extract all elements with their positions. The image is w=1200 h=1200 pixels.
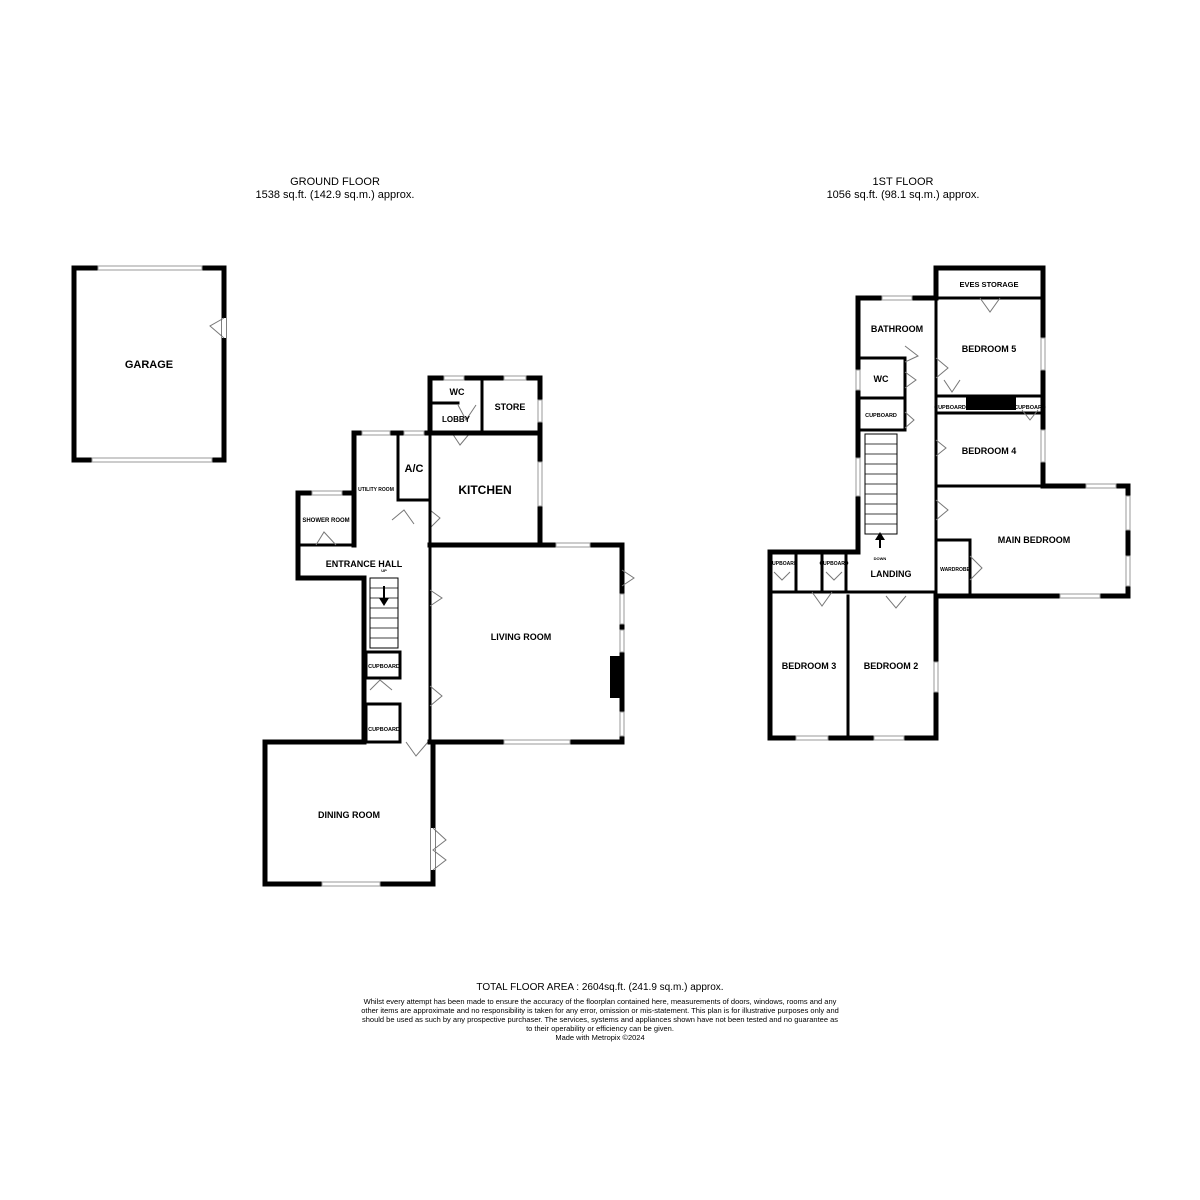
first-floor-plan: EVES STORAGE BATHROOM BEDROOM 5 WC CUPBO… — [767, 265, 1131, 741]
ac-label: A/C — [405, 463, 424, 475]
wardrobe-label: WARDROBE — [940, 567, 970, 573]
garage-room — [71, 265, 227, 463]
footer: TOTAL FLOOR AREA : 2604sq.ft. (241.9 sq.… — [360, 982, 840, 1042]
main-bedroom-label: MAIN BEDROOM — [998, 535, 1071, 545]
bedroom5-block — [933, 265, 1046, 489]
bathroom-label: BATHROOM — [871, 324, 923, 334]
cupboard-label: CUPBOARD — [934, 405, 966, 411]
bedroom2-label: BEDROOM 2 — [864, 661, 919, 671]
cupboard-label: CUPBOARD — [769, 561, 798, 567]
living-room — [427, 542, 635, 745]
kitchen-label: KITCHEN — [458, 483, 511, 497]
made-with-credit: Made with Metropix ©2024 — [555, 1033, 645, 1042]
main-bedroom-room — [933, 483, 1131, 599]
landing-area — [767, 549, 938, 741]
bedroom5-label: BEDROOM 5 — [962, 344, 1017, 354]
bathroom-block — [855, 295, 949, 555]
utility-label: UTILITY ROOM — [358, 487, 394, 493]
cupboard-label: CUPBOARD — [820, 561, 849, 567]
wc-label: WC — [874, 374, 889, 384]
stairs-down-label: DOWN — [874, 556, 887, 561]
entrance-hall — [295, 543, 443, 757]
landing-label: LANDING — [871, 569, 912, 579]
ground-stairs — [369, 577, 399, 649]
kitchen-room — [427, 430, 543, 548]
first-floor-area: 1056 sq.ft. (98.1 sq.m.) approx. — [826, 189, 980, 201]
garage-label: GARAGE — [125, 359, 173, 371]
cupboard-label: CUPBOARD — [865, 413, 897, 419]
cupboard-label: CUPBOARD — [368, 727, 400, 733]
total-floor-area: TOTAL FLOOR AREA : 2604sq.ft. (241.9 sq.… — [476, 982, 724, 993]
bedroom3-label: BEDROOM 3 — [782, 661, 837, 671]
living-room-label: LIVING ROOM — [491, 632, 552, 642]
ground-floor-title: GROUND FLOOR — [290, 176, 380, 188]
utility-block — [295, 430, 441, 581]
disclaimer-text: Whilst every attempt has been made to en… — [361, 997, 839, 1033]
shower-room-label: SHOWER ROOM — [302, 518, 349, 524]
first-floor-header: 1ST FLOOR 1056 sq.ft. (98.1 sq.m.) appro… — [783, 176, 1023, 202]
ground-floor-plan: GARAGE WC LOBBY STORE UTILITY ROOM A/C K… — [71, 265, 635, 887]
entrance-hall-label: ENTRANCE HALL — [326, 559, 403, 569]
bedrooms-2-3 — [767, 593, 939, 741]
eves-storage-label: EVES STORAGE — [959, 280, 1018, 289]
first-stairs — [864, 433, 898, 548]
bedroom4-room — [934, 411, 947, 488]
ground-floor-area: 1538 sq.ft. (142.9 sq.m.) approx. — [255, 189, 415, 201]
bedroom4-label: BEDROOM 4 — [962, 446, 1017, 456]
stairs-up-label: UP — [381, 568, 387, 573]
cupboard-label: CUPBOARD — [1014, 405, 1046, 411]
first-floor-title: 1ST FLOOR — [872, 176, 934, 188]
wc-label: WC — [450, 387, 465, 397]
lobby-label: LOBBY — [442, 415, 471, 424]
cupboard-label: CUPBOARD — [368, 664, 400, 670]
store-label: STORE — [495, 402, 526, 412]
dining-room-label: DINING ROOM — [318, 810, 380, 820]
ground-floor-header: GROUND FLOOR 1538 sq.ft. (142.9 sq.m.) a… — [210, 176, 460, 202]
dining-room — [262, 739, 447, 887]
